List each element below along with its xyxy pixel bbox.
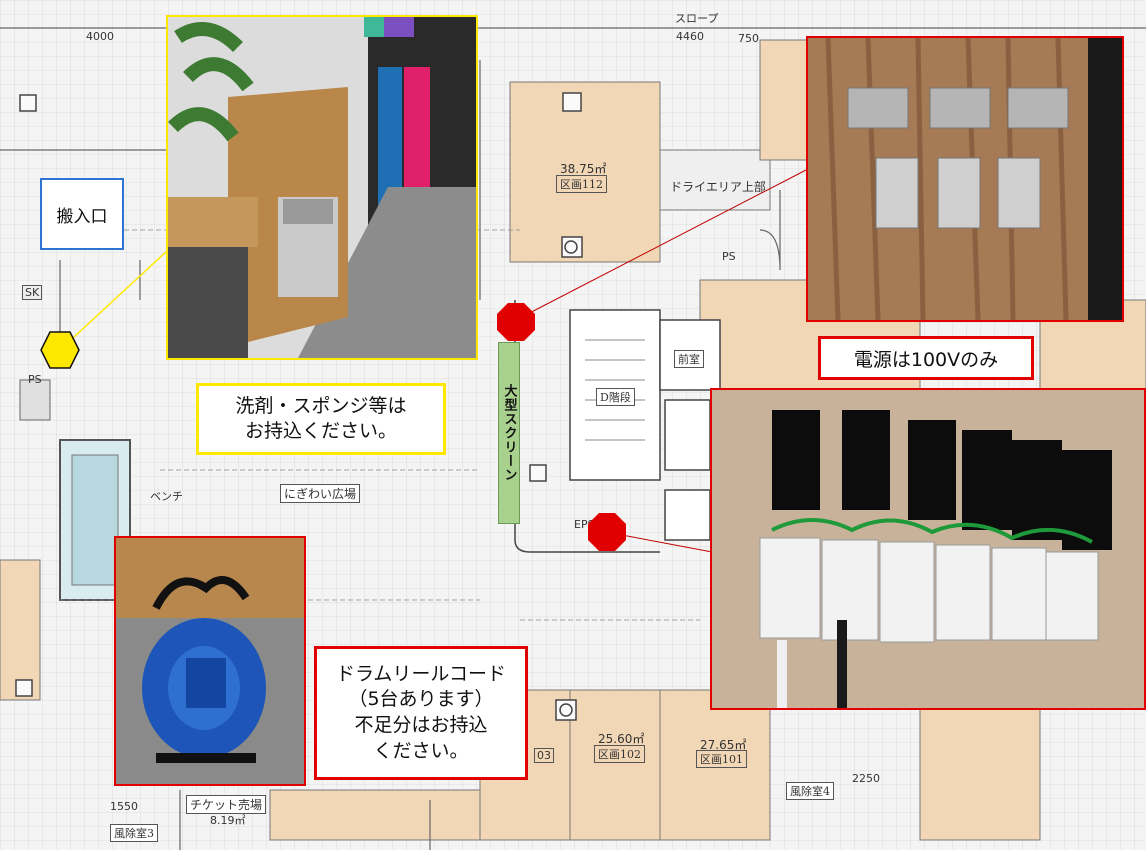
yellow-hexagon-marker <box>40 331 80 369</box>
label-dim-750: 750 <box>738 32 759 45</box>
entrance-label: 搬入口 <box>40 178 124 250</box>
photo-sink-area <box>166 15 478 360</box>
label-area-102-size: 25.60㎡ <box>598 732 645 746</box>
label-nigiwai: にぎわい広場 <box>280 484 361 503</box>
label-area-101: 区画101 <box>696 750 747 768</box>
label-stairs: D階段 <box>596 388 635 406</box>
photo-wall-outlets <box>806 36 1124 322</box>
room-bottom-mid <box>269 789 481 841</box>
label-area-112: 区画112 <box>556 175 607 193</box>
label-dim-2250: 2250 <box>852 772 880 785</box>
drum-reel-note: ドラムリールコード （5台あります） 不足分はお持込 ください。 <box>314 646 528 780</box>
photo-drum-reel <box>114 536 306 786</box>
label-front-room: 前室 <box>674 350 704 368</box>
label-area-101-size: 27.65㎡ <box>700 738 747 752</box>
label-area-103: 03 <box>534 748 554 763</box>
power-voltage-note: 電源は100Vのみ <box>818 336 1034 380</box>
label-wind-room-4: 風除室4 <box>786 782 834 800</box>
label-dim-4460: 4460 <box>676 30 704 43</box>
red-octagon-marker-1 <box>497 303 535 341</box>
label-slope: スロープ <box>675 12 719 25</box>
big-screen-label: 大型スクリーン <box>498 342 520 524</box>
label-ps: PS <box>722 250 736 263</box>
room-area-102 <box>569 689 661 841</box>
label-dim-4000: 4000 <box>86 30 114 43</box>
label-area-102: 区画102 <box>594 745 645 763</box>
label-ticket-size: 8.19㎡ <box>210 814 246 827</box>
label-ps-2: PS <box>28 373 42 386</box>
label-bench: ベンチ <box>150 490 183 503</box>
room-left-partial <box>0 559 41 701</box>
core-elv7 <box>664 399 711 471</box>
core-elv8 <box>664 489 711 541</box>
planter-1 <box>19 379 51 421</box>
label-dim-1550: 1550 <box>110 800 138 813</box>
water-feature-inner <box>71 454 119 586</box>
label-ticket: チケット売場 <box>186 795 267 814</box>
bring-detergent-note: 洗剤・スポンジ等は お持込ください。 <box>196 383 446 455</box>
red-octagon-marker-2 <box>588 513 626 551</box>
big-screen-text: 大型スクリーン <box>501 384 517 482</box>
core-wall-curve <box>514 300 660 553</box>
room-bottom-right <box>919 699 1041 841</box>
label-wind-room-3: 風除室3 <box>110 824 158 842</box>
label-sk: SK <box>22 285 43 300</box>
photo-breaker-panel <box>710 388 1146 710</box>
label-dry-area: ドライエリア上部 <box>670 180 766 194</box>
